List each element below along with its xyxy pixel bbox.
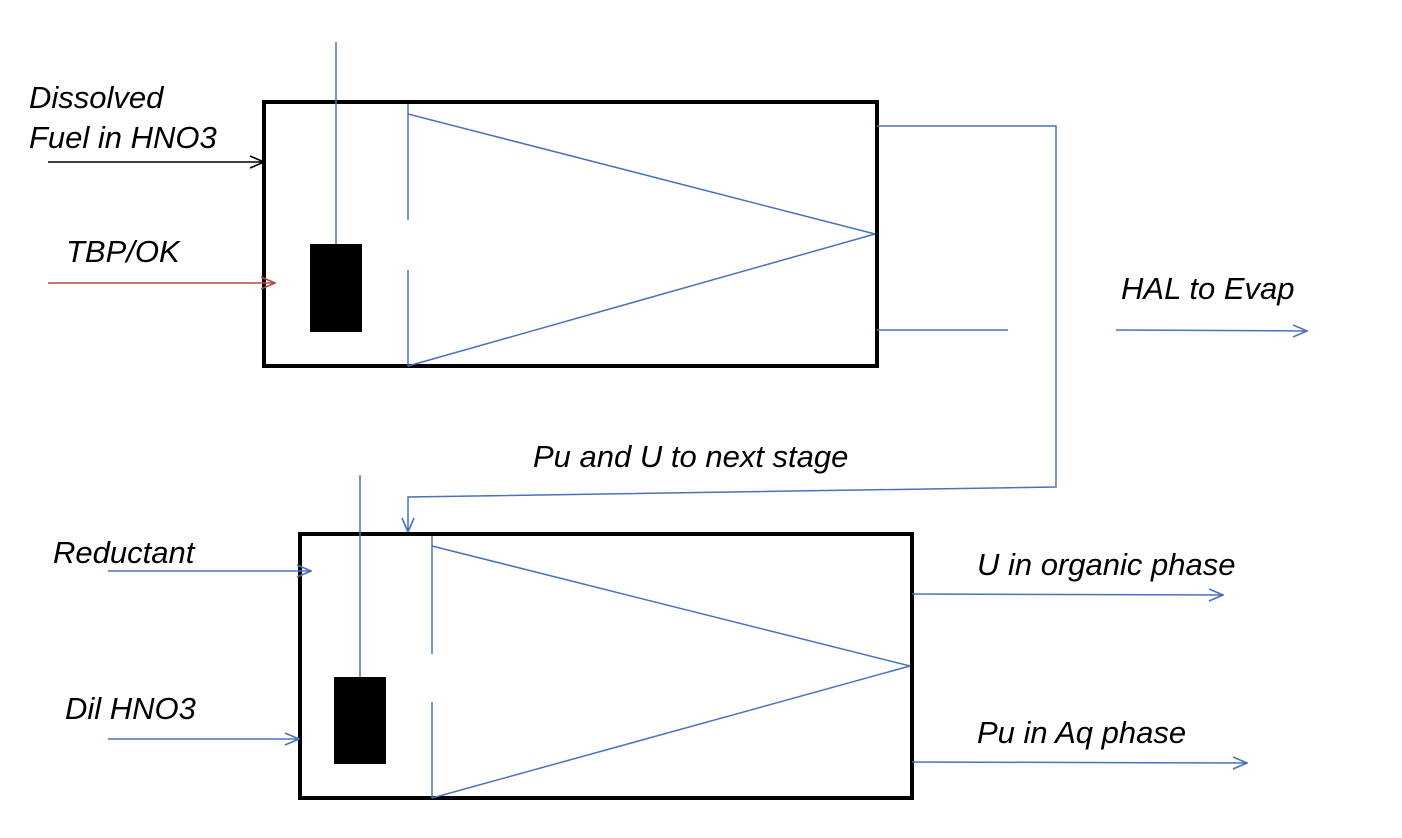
hal-label: HAL to Evap <box>1121 271 1294 306</box>
hal-arrow <box>1115 330 1307 331</box>
stage-1-box <box>262 100 879 368</box>
dil-hno3-label: Dil HNO3 <box>65 691 196 726</box>
transfer-label: Pu and U to next stage <box>533 439 848 474</box>
stage-2-settler-top <box>431 545 911 667</box>
u-organic-label: U in organic phase <box>977 547 1236 582</box>
stage-2-settler-bottom <box>431 665 911 799</box>
stage-1-unit <box>262 42 879 368</box>
stage-2-unit <box>298 475 914 800</box>
stage-1-settler-top <box>407 113 876 235</box>
organic-transfer-line <box>408 125 1057 532</box>
tbp-label: TBP/OK <box>66 234 181 269</box>
stage-1-settler-bottom <box>407 233 876 367</box>
stage-2-box <box>298 532 914 800</box>
feed-label-line2: Fuel in HNO3 <box>29 120 217 155</box>
feed-label-line1: Dissolved <box>29 80 165 115</box>
pu-aq-label: Pu in Aq phase <box>977 715 1186 750</box>
pu-aq-arrow <box>911 762 1247 763</box>
u-organic-arrow <box>911 594 1223 595</box>
stage-2-stirrer-paddle <box>334 677 386 764</box>
reductant-label: Reductant <box>53 535 196 570</box>
stage-1-stirrer-paddle <box>310 244 362 332</box>
